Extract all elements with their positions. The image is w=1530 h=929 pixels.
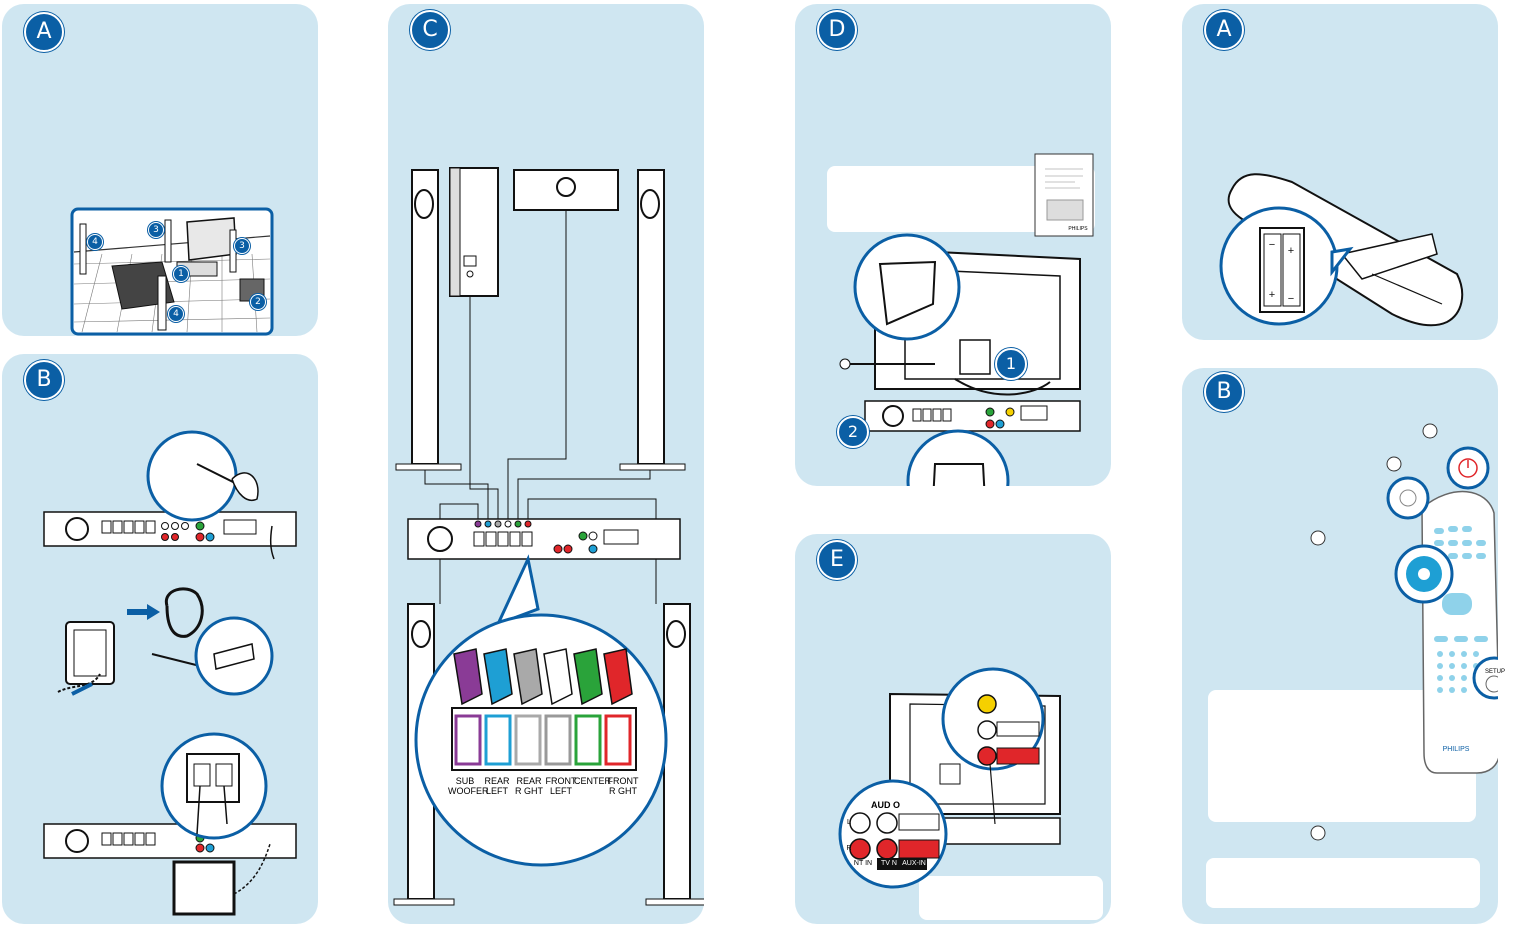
audio-out-label: AUD O: [871, 800, 900, 810]
speaker-wiring-illustration: [393, 167, 704, 906]
panel-e-audio-connection: E AUD O L R NT IN TV N AUX-IN: [795, 534, 1111, 924]
room-layout-illustration: [70, 207, 274, 336]
panel-b-antenna: B: [2, 354, 318, 924]
panel-a-room-setup: A 4 3 3 1 2 4: [2, 4, 318, 336]
instruction-text-box-bottom: [1206, 858, 1480, 908]
plug-front-left: [543, 648, 573, 706]
room-marker-3b: 3: [234, 238, 250, 254]
label-subwoofer: SUB WOOFER: [448, 776, 489, 796]
room-marker-2: 2: [250, 294, 266, 310]
remote-control-illustration: [1310, 423, 1498, 841]
jack-label-right: R: [846, 845, 852, 852]
plug-sub: [453, 648, 483, 706]
room-marker-4b: 4: [168, 306, 184, 322]
label-center: CENTER: [574, 776, 612, 786]
port-center: [574, 714, 602, 766]
panel-b-remote: B PHILIPS SETUP: [1182, 368, 1505, 924]
remote-brand: PHILIPS: [1442, 746, 1470, 753]
room-marker-4a: 4: [87, 234, 103, 250]
jack-label-left: L: [847, 819, 851, 826]
label-rear-right: REAR R GHT: [515, 776, 543, 796]
svg-text:+: +: [1269, 289, 1275, 301]
port-front-right: [604, 714, 632, 766]
room-marker-3a: 3: [148, 222, 164, 238]
svg-text:−: −: [1269, 239, 1275, 251]
step-badge-a: A: [24, 12, 64, 52]
svg-text:−: −: [1288, 293, 1294, 305]
step-badge-b-remote: B: [1204, 372, 1244, 412]
booklet-brand: PHILIPS: [1068, 226, 1088, 232]
input-label-aux-in: AUX-IN: [902, 860, 926, 867]
port-rear-right: [514, 714, 542, 766]
room-marker-1: 1: [173, 266, 189, 282]
antenna-connection-illustration: [43, 430, 297, 916]
panel-c-speaker-wiring: C: [388, 4, 704, 924]
instruction-text-box-e: [919, 876, 1103, 920]
panel-a-batteries: A − + + −: [1182, 4, 1498, 340]
input-label-nt-in: NT IN: [853, 860, 873, 867]
panel-d-scart-connection: D PHILIPS 1 2: [795, 4, 1111, 486]
port-rear-left: [484, 714, 512, 766]
label-rear-left: REAR LEFT: [484, 776, 510, 796]
plug-rear-left: [483, 648, 513, 706]
plug-center: [573, 648, 603, 706]
step-badge-e: E: [817, 540, 857, 580]
label-front-right: FRONT R GHT: [607, 776, 639, 796]
step-marker-2: 2: [837, 416, 869, 448]
input-label-tv-in: TV N: [881, 860, 897, 867]
port-sub: [454, 714, 482, 766]
step-badge-c: C: [410, 10, 450, 50]
plug-rear-right: [513, 648, 543, 706]
scart-connection-illustration: [839, 153, 1094, 486]
step-badge-d: D: [817, 10, 857, 50]
svg-text:+: +: [1288, 245, 1294, 257]
label-front-left: FRONT LEFT: [545, 776, 577, 796]
setup-button-label: SETUP: [1484, 669, 1505, 675]
plug-front-right: [603, 648, 633, 706]
port-front-left: [544, 714, 572, 766]
audio-connection-illustration: [838, 667, 1061, 889]
battery-insertion-illustration: − + + −: [1219, 173, 1464, 327]
step-badge-a-remote: A: [1204, 10, 1244, 50]
step-badge-b: B: [24, 360, 64, 400]
step-marker-1: 1: [995, 348, 1027, 380]
